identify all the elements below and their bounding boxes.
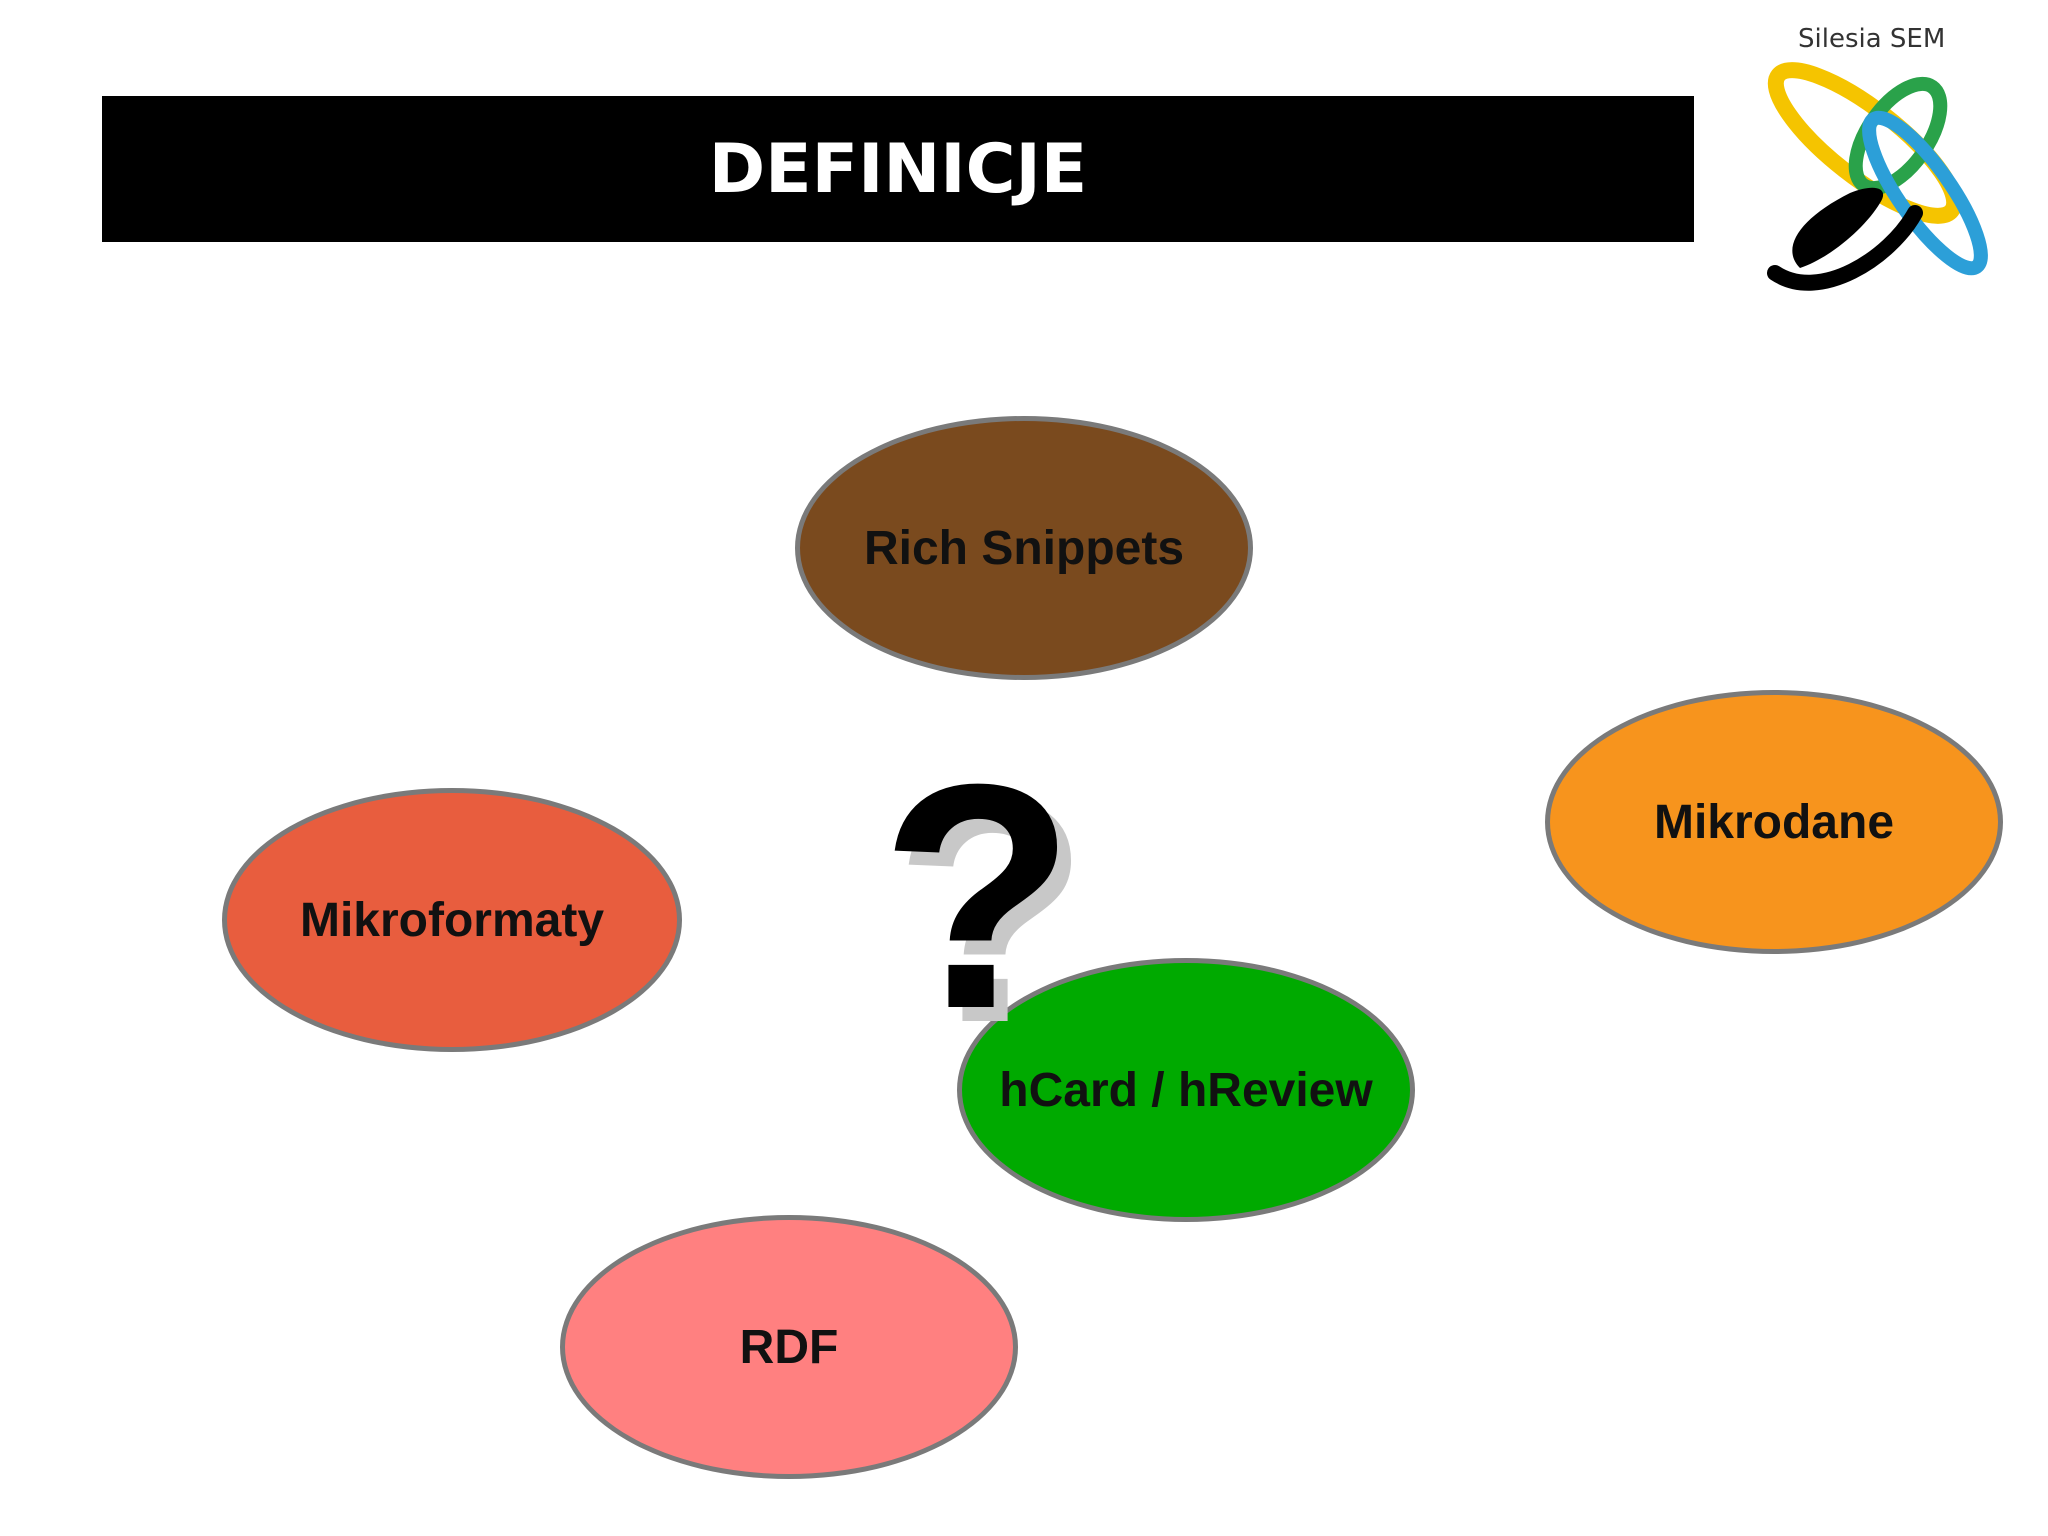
logo-text: Silesia SEM [1798,24,1946,54]
question-mark-shadow: ? [894,745,1089,1045]
node-label: hCard / hReview [999,1063,1373,1117]
node-mikrodane: Mikrodane [1545,690,2003,954]
node-label: Mikrodane [1653,795,1895,849]
logo-rings-icon [1767,62,1988,291]
silesia-sem-logo: Silesia SEM [1740,18,2030,308]
node-label: RDF [739,1320,839,1374]
node-rich-snippets: Rich Snippets [795,416,1253,680]
node-mikroformaty: Mikroformaty [222,788,682,1052]
question-mark-icon: ? ? [870,717,1100,1089]
node-hcard-hreview: hCard / hReview [957,958,1415,1222]
node-rdf: RDF [560,1215,1018,1479]
slide-title: DEFINICJE [708,129,1088,209]
question-mark-glyph: ? [880,745,1075,1045]
node-label: Mikroformaty [299,893,605,947]
node-label: Rich Snippets [863,521,1185,575]
title-bar: DEFINICJE [102,96,1694,242]
